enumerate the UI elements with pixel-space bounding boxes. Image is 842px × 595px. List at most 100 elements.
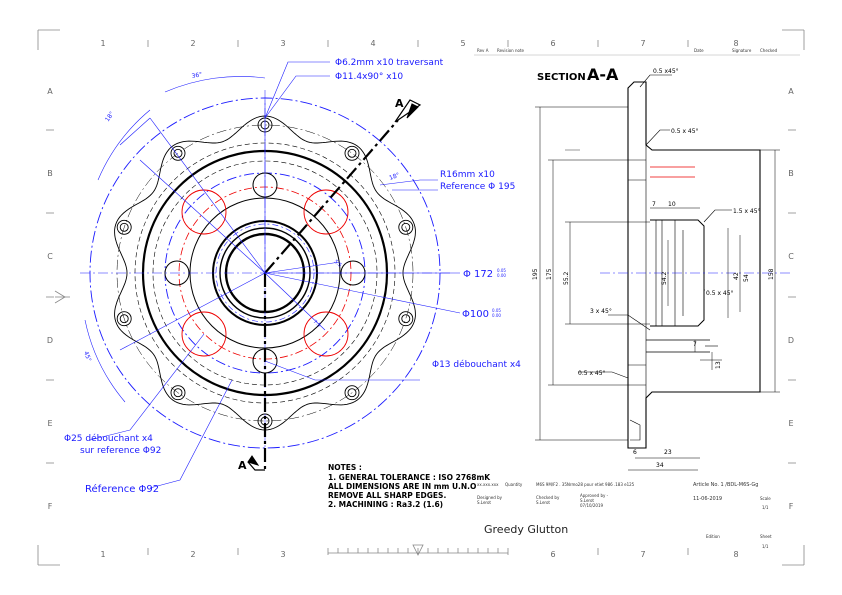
notes-line: 2. MACHINING : Ra3.2 (1.6) xyxy=(328,500,443,509)
angle-arc xyxy=(164,76,266,93)
notes-line: ALL DIMENSIONS ARE IN mm U.N.O xyxy=(328,482,476,491)
chamfer-label: Φ11.4x90° x10 xyxy=(335,72,403,82)
article: Article No. 1 /BDL-M6S-Gg xyxy=(693,482,758,488)
dim-label: 7 xyxy=(693,341,697,348)
chamfer-label: 0.5 x 45° xyxy=(578,370,606,377)
col-label: 5 xyxy=(460,39,465,48)
angle-label: 18° xyxy=(388,172,400,182)
front-view xyxy=(80,61,461,489)
col-label: 8 xyxy=(733,39,738,48)
sheet-label: Sheet xyxy=(760,534,772,539)
bolt-hole xyxy=(401,222,411,232)
section-mark: A xyxy=(238,459,247,472)
approved-date: 07/10/2019 xyxy=(580,503,604,508)
chamfer-label: 0.5 x 45° xyxy=(671,128,699,135)
drawing-title: Greedy Glutton xyxy=(484,523,568,536)
row-label: F xyxy=(789,502,794,511)
approved-label: Approved by - xyxy=(580,493,609,498)
hole-25 xyxy=(181,311,227,357)
col-label: 3 xyxy=(280,550,285,559)
dim-label: 42 xyxy=(733,272,740,280)
col-label: 1 xyxy=(100,39,105,48)
row-label: B xyxy=(788,169,794,178)
edition-label: Edition xyxy=(706,534,720,539)
col-label: 6 xyxy=(550,550,555,559)
hole-25-label-2: sur reference Φ92 xyxy=(80,446,161,456)
reference-92-label: Réference Φ92 xyxy=(85,483,159,495)
row-label: D xyxy=(788,336,794,345)
material: M6S 9M/F2 . 35Nrmo28 pour etiet 986 .183… xyxy=(536,482,635,487)
row-label: C xyxy=(788,252,794,261)
reference-195-label: Reference Φ 195 xyxy=(440,182,515,192)
dim-label: 23 xyxy=(664,449,672,456)
angle-label: 36° xyxy=(191,71,203,80)
row-label: B xyxy=(47,169,53,178)
notes-line: 1. GENERAL TOLERANCE : ISO 2768mK xyxy=(328,473,491,482)
section-line xyxy=(264,119,399,274)
diameter-172-label: Φ 172 xyxy=(463,269,493,280)
section-view xyxy=(535,74,790,471)
row-label: E xyxy=(788,419,793,428)
angle-label: 18° xyxy=(104,110,116,123)
bolt-hole xyxy=(170,145,186,161)
revision-date: Date xyxy=(694,48,704,53)
dim-label: 54 xyxy=(743,274,750,282)
revision-header: Rev A Revision note Date Signature Check… xyxy=(474,48,800,56)
row-label: F xyxy=(48,502,53,511)
bolt-hole xyxy=(344,145,360,161)
designed-value: S.Lerot xyxy=(477,500,491,505)
chamfer-label: 3 x 45° xyxy=(590,308,612,315)
bolt-hole xyxy=(347,148,357,158)
leaders xyxy=(89,61,461,489)
quantity: Quantity xyxy=(505,482,523,487)
section-mark: A xyxy=(395,97,404,110)
notes-line: REMOVE ALL SHARP EDGES. xyxy=(328,491,446,500)
scale-label: Scale xyxy=(760,496,771,501)
tolerance-up: 0.05 xyxy=(497,268,506,273)
row-label: A xyxy=(47,87,53,96)
radius-55-label: 5.5 xyxy=(333,259,343,269)
checked-label: Checked by xyxy=(536,495,560,500)
bolt-hole xyxy=(398,311,414,327)
mass: xx.xxx.xxx xyxy=(477,482,499,487)
radius-label: R16mm x10 xyxy=(440,170,495,180)
revision-rev: Rev A xyxy=(477,48,489,53)
col-label: 2 xyxy=(190,550,195,559)
hole-25 xyxy=(181,189,227,235)
angle-label: 45° xyxy=(82,350,92,362)
dim-label: 195 xyxy=(532,268,539,280)
dim-label: 158 xyxy=(768,268,775,280)
dim-label: 10 xyxy=(668,201,676,208)
hole-25 xyxy=(303,311,349,357)
hole-label: Φ6.2mm x10 traversant xyxy=(335,58,444,68)
angle-arc xyxy=(97,109,151,181)
drawing-frame xyxy=(37,29,805,566)
row-label: E xyxy=(47,419,52,428)
hole-25 xyxy=(303,189,349,235)
bolt-hole xyxy=(116,311,132,327)
col-label: 7 xyxy=(640,550,645,559)
bolt-hole xyxy=(116,219,132,235)
tolerance-down: 0.00 xyxy=(492,313,501,318)
revision-checked: Checked xyxy=(760,48,778,53)
col-label: 8 xyxy=(733,550,738,559)
col-label: 2 xyxy=(190,39,195,48)
title-block: xx.xxx.xxx Quantity M6S 9M/F2 . 35Nrmo28… xyxy=(477,482,772,549)
section-leaders xyxy=(578,74,732,379)
dim-label: 34 xyxy=(656,462,664,469)
bolt-hole xyxy=(344,385,360,401)
bolt-hole xyxy=(173,388,183,398)
dim-label: 13 xyxy=(715,361,722,369)
chamfer-label: 1.5 x 45° xyxy=(733,208,761,215)
bolt-hole xyxy=(401,314,411,324)
chamfer-label: 0.5 x 45° xyxy=(706,290,734,297)
dim-label: 55.2 xyxy=(563,271,570,285)
col-label: 4 xyxy=(370,39,375,48)
bolt-hole xyxy=(347,388,357,398)
date: 11-06-2019 xyxy=(693,496,722,502)
hole-25-label: Φ25 débouchant x4 xyxy=(64,433,153,444)
tolerance-down: 0.00 xyxy=(497,273,506,278)
radius-75-label: 7.5 xyxy=(312,319,322,329)
section-title-prefix: SECTION xyxy=(537,72,586,83)
notes: NOTES : 1. GENERAL TOLERANCE : ISO 2768m… xyxy=(328,463,491,509)
